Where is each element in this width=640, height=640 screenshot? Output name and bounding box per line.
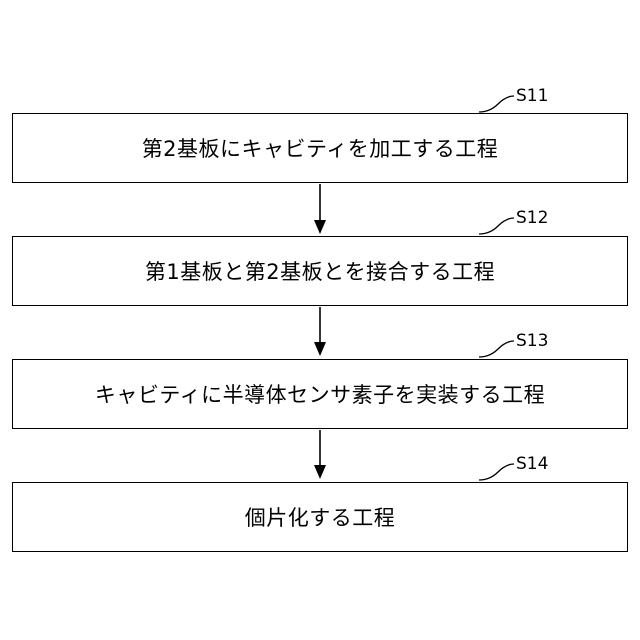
arrow-s11-to-s12 bbox=[314, 184, 326, 234]
step-label-s12: S12 bbox=[516, 208, 548, 228]
step-box-s13: キャビティに半導体センサ素子を実装する工程 bbox=[12, 359, 628, 429]
step-text-s12: 第1基板と第2基板とを接合する工程 bbox=[145, 256, 495, 286]
step-label-s13: S13 bbox=[516, 331, 548, 351]
leader-line-s13 bbox=[479, 341, 514, 357]
step-label-s14: S14 bbox=[516, 454, 548, 474]
arrow-s13-to-s14 bbox=[314, 430, 326, 479]
step-text-s11: 第2基板にキャビティを加工する工程 bbox=[142, 133, 499, 163]
step-box-s14: 個片化する工程 bbox=[12, 482, 628, 552]
step-text-s13: キャビティに半導体センサ素子を実装する工程 bbox=[95, 379, 545, 409]
leader-line-s11 bbox=[479, 96, 514, 112]
step-text-s14: 個片化する工程 bbox=[245, 502, 396, 532]
step-label-s11: S11 bbox=[516, 86, 548, 106]
leader-line-s14 bbox=[479, 464, 514, 480]
step-box-s11: 第2基板にキャビティを加工する工程 bbox=[12, 113, 628, 183]
leader-line-s12 bbox=[479, 218, 514, 234]
arrow-s12-to-s13 bbox=[314, 307, 326, 356]
step-box-s12: 第1基板と第2基板とを接合する工程 bbox=[12, 236, 628, 306]
